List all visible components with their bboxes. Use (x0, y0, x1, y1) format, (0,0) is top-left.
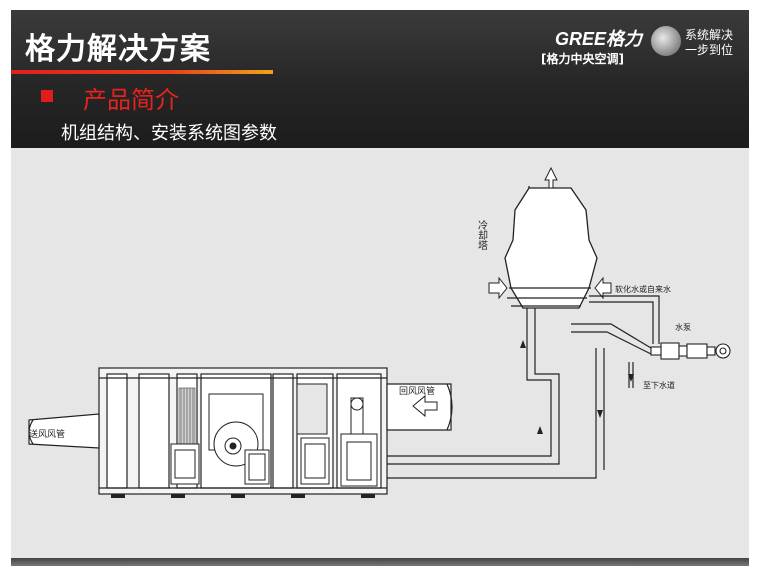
slogan-line-2: 一步到位 (685, 43, 734, 57)
unit-feet (111, 494, 375, 498)
slogan-line-1: 系统解决 (685, 28, 734, 42)
return-duct-label: 回风风管 (399, 385, 435, 397)
gree-logo: GREE格力 [格力中央空调] 系统解决 一步到位 (541, 24, 741, 70)
flow-arrow-up-2-icon (537, 426, 543, 434)
drain-label: 至下水道 (643, 380, 675, 390)
cooling-tower-label: 冷却塔 (476, 219, 488, 251)
pump-label: 水泵 (675, 322, 691, 332)
page-title: 格力解决方案 (25, 32, 211, 67)
supply-air-duct (28, 413, 100, 449)
system-diagram-svg: 冷却塔 软化水或自来水 水泵 至下水道 (28, 166, 731, 498)
supply-duct-label: 送风风管 (29, 428, 65, 440)
exhaust-arrow-icon (544, 166, 558, 189)
installation-diagram: 冷却塔 软化水或自来水 水泵 至下水道 (11, 148, 749, 558)
gree-brand: GREE格力 (555, 29, 643, 49)
flow-arrow-down-2-icon (628, 374, 634, 382)
slide: 格力解决方案 GREE格力 [格力中央空调] 系统解决 一步到位 产品简介 机组… (11, 10, 749, 558)
slogan: 系统解决 一步到位 (685, 28, 733, 58)
return-air-arrow-icon (412, 394, 438, 418)
header-bar: 格力解决方案 GREE格力 [格力中央空调] 系统解决 一步到位 产品简介 机组… (11, 10, 749, 148)
makeup-water-label: 软化水或自来水 (615, 284, 671, 294)
unit-components (170, 383, 378, 487)
flow-arrow-up-1-icon (520, 340, 526, 348)
water-pipes (379, 295, 660, 479)
gree-brand-sub: [格力中央空调] (541, 52, 624, 66)
section-subtitle: 产品简介 (83, 86, 179, 114)
slogan-badge-icon (651, 26, 681, 56)
flow-arrow-down-1-icon (597, 410, 603, 418)
fan-icon (208, 393, 264, 467)
filter-section (178, 387, 196, 445)
footer-bar (11, 558, 749, 566)
intake-arrow-right-icon (594, 276, 612, 300)
pump-icon (650, 342, 731, 360)
title-underline (11, 70, 273, 74)
section-description: 机组结构、安装系统图参数 (61, 123, 277, 144)
intake-arrow-left-icon (488, 276, 508, 300)
bullet-square-icon (41, 90, 53, 102)
cooling-tower (504, 186, 598, 309)
